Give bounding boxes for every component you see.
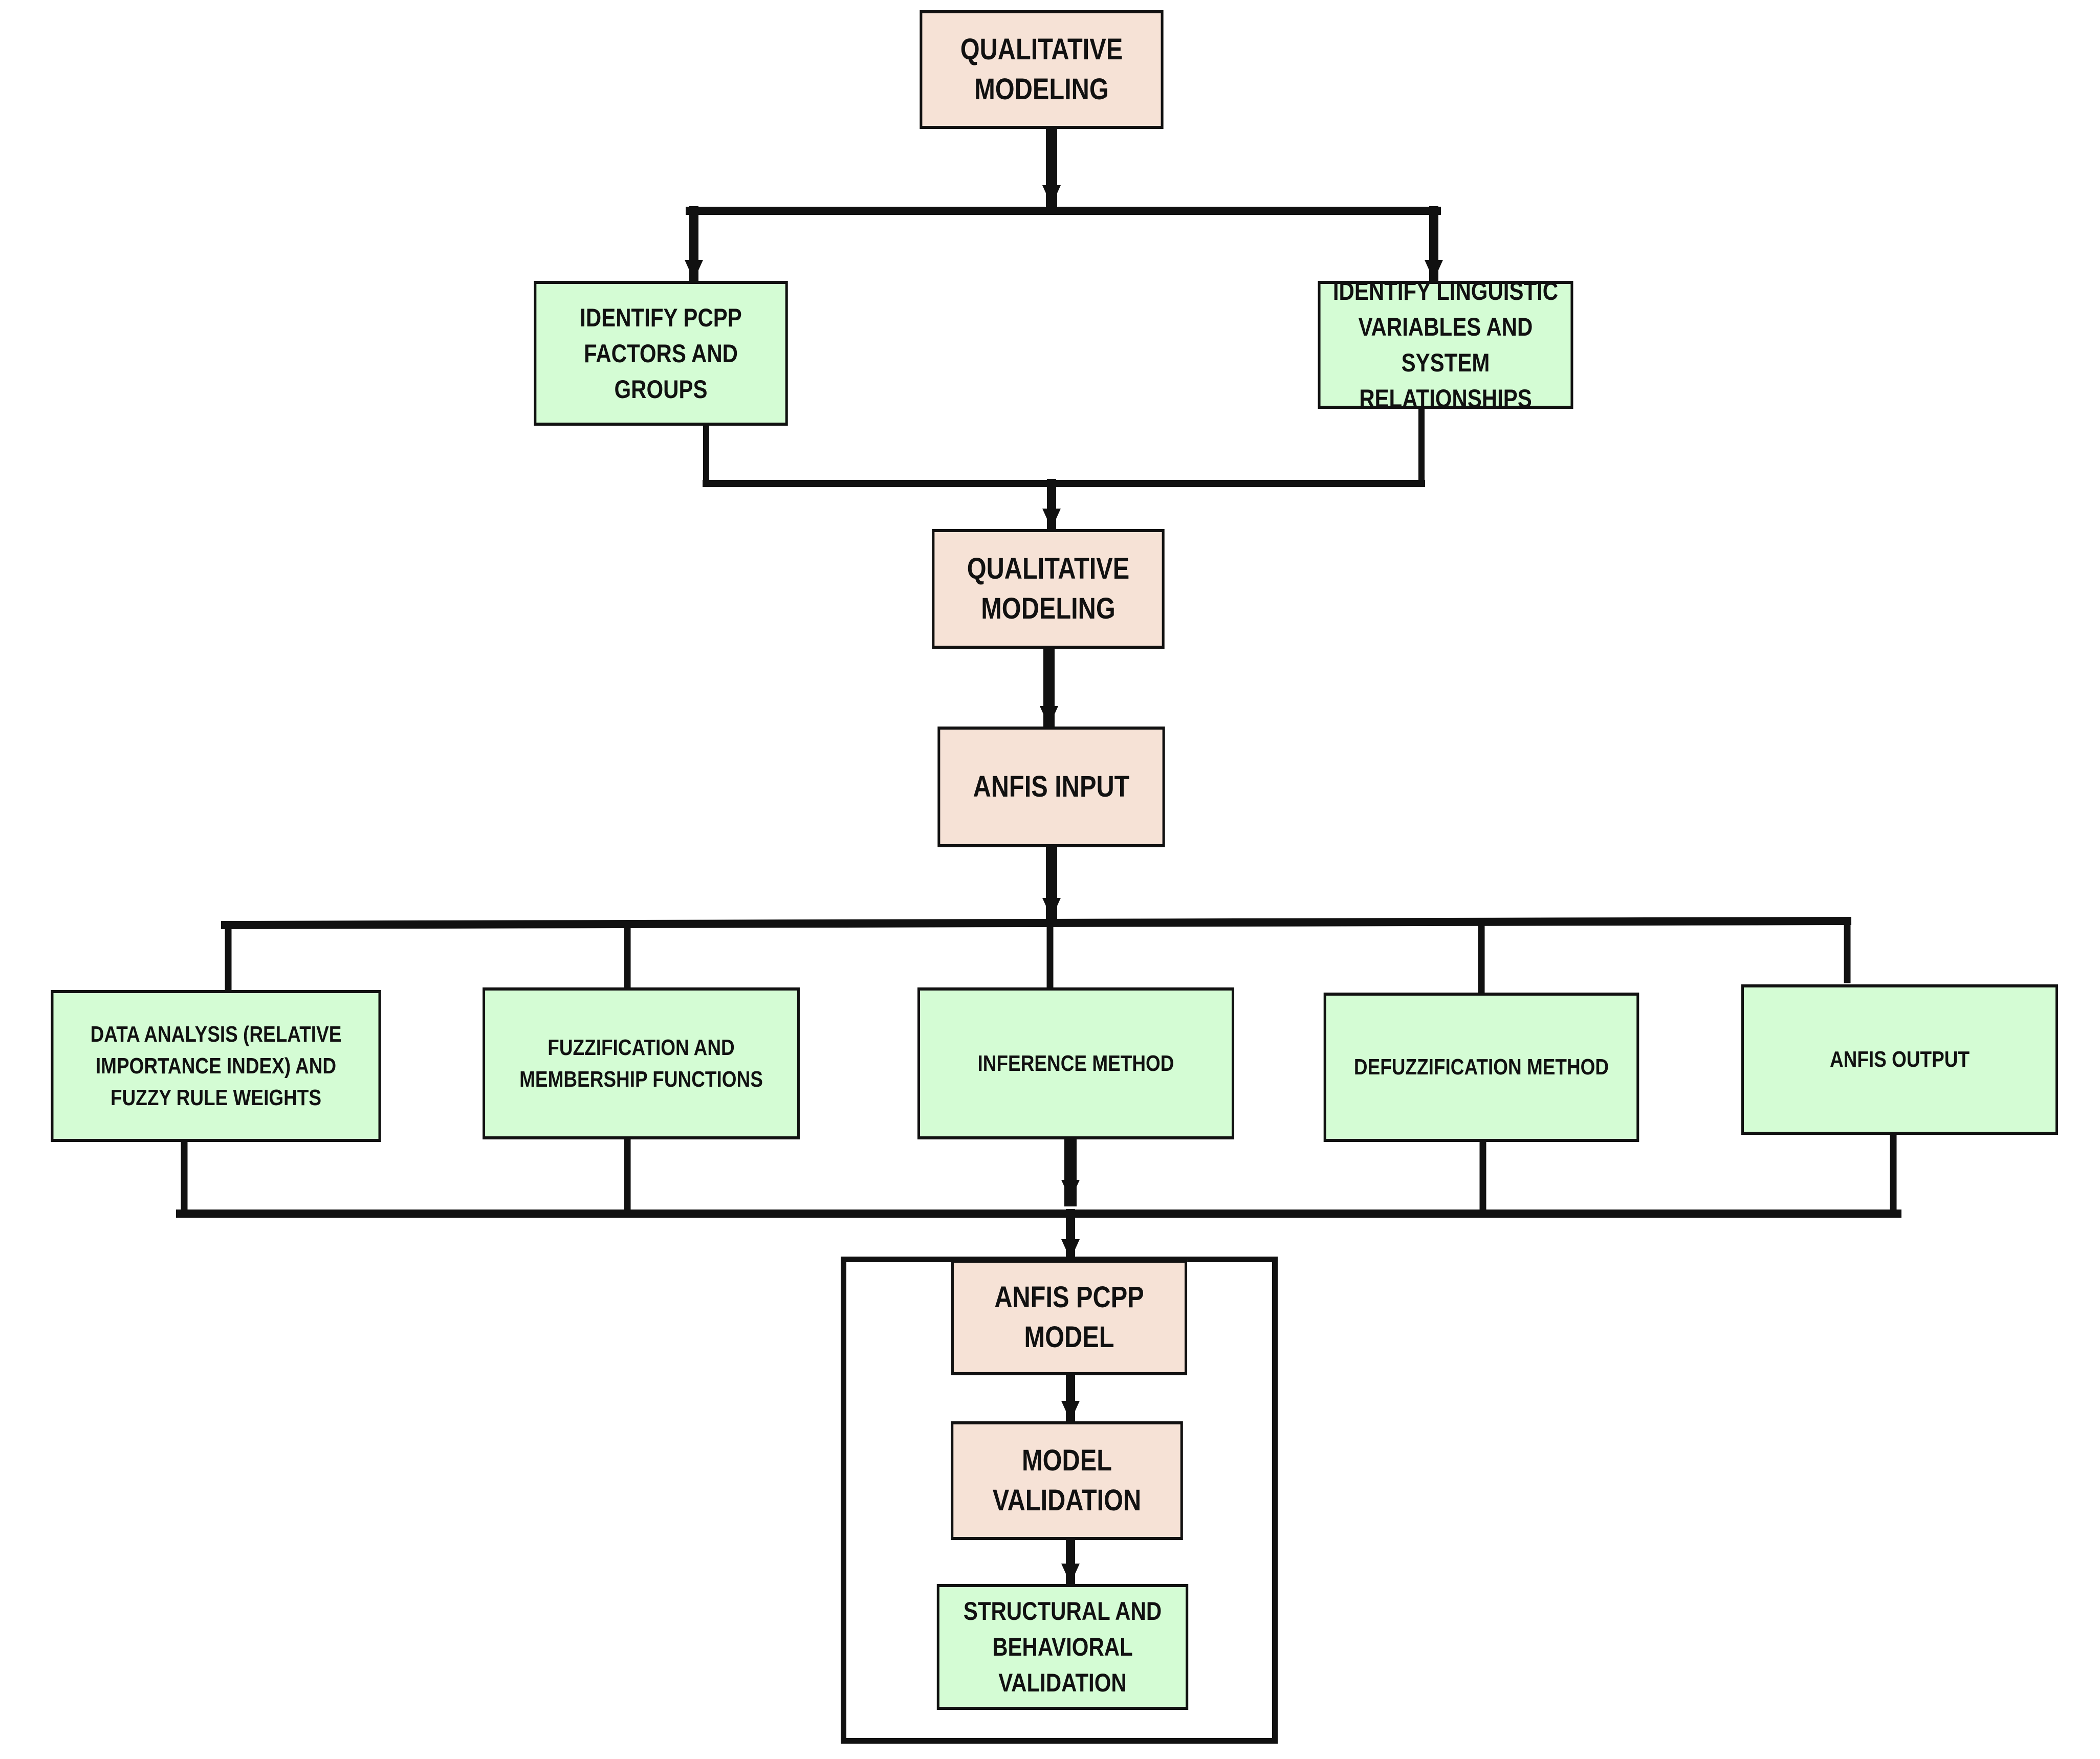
fuzzification-box: FUZZIFICATION AND MEMBERSHIP FUNCTIONS [483, 987, 800, 1139]
anfis-input-label: ANFIS INPUT [973, 770, 1130, 803]
distribution-bus [221, 916, 1852, 930]
inference-method-box: INFERENCE METHOD [917, 987, 1235, 1139]
qualitative-modeling-mid-box: QUALITATIVE MODELING [932, 529, 1165, 649]
model-validation-box: MODEL VALIDATION [951, 1421, 1183, 1540]
anfis-input-box: ANFIS INPUT [937, 727, 1165, 847]
anfis-pcpp-model-box: ANFIS PCPP MODEL [951, 1260, 1188, 1375]
defuzzification-label: DEFUZZIFICATION METHOD [1353, 1054, 1609, 1080]
qualitative-modeling-top-label: QUALITATIVE MODELING [960, 33, 1123, 106]
identify-pcpp-label: IDENTIFY PCPP FACTORS AND GROUPS [580, 303, 742, 404]
qualitative-modeling-top-box: QUALITATIVE MODELING [920, 10, 1164, 129]
model-validation-label: MODEL VALIDATION [992, 1444, 1142, 1517]
identify-linguistic-box: IDENTIFY LINGUISTIC VARIABLES AND SYSTEM… [1318, 277, 1573, 413]
anfis-output-box: ANFIS OUTPUT [1741, 984, 2059, 1135]
anfis-pcpp-model-label: ANFIS PCPP MODEL [994, 1281, 1144, 1354]
identify-linguistic-label: IDENTIFY LINGUISTIC VARIABLES AND SYSTEM… [1332, 277, 1559, 413]
anfis-output-label: ANFIS OUTPUT [1829, 1047, 1970, 1072]
qualitative-modeling-mid-label: QUALITATIVE MODELING [967, 552, 1130, 625]
fuzzification-label: FUZZIFICATION AND MEMBERSHIP FUNCTIONS [519, 1035, 763, 1092]
structural-behavioral-box: STRUCTURAL AND BEHAVIORAL VALIDATION [936, 1584, 1189, 1710]
structural-behavioral-label: STRUCTURAL AND BEHAVIORAL VALIDATION [963, 1597, 1162, 1697]
defuzzification-box: DEFUZZIFICATION METHOD [1323, 993, 1639, 1142]
data-analysis-box: DATA ANALYSIS (RELATIVE IMPORTANCE INDEX… [51, 990, 381, 1142]
validation-group-frame [841, 1257, 1278, 1744]
inference-method-label: INFERENCE METHOD [977, 1050, 1174, 1076]
identify-pcpp-box: IDENTIFY PCPP FACTORS AND GROUPS [534, 281, 788, 426]
data-analysis-label: DATA ANALYSIS (RELATIVE IMPORTANCE INDEX… [90, 1021, 342, 1110]
